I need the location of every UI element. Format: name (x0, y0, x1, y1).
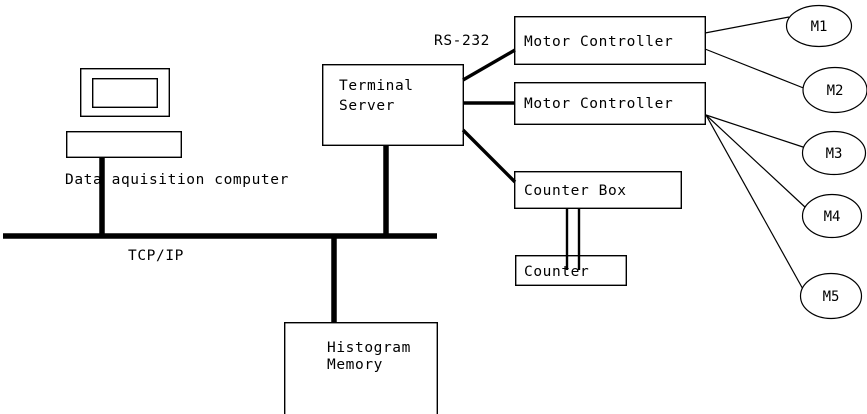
motor-controller-2-to-m3-link (705, 114, 807, 149)
counter-box (515, 254, 628, 286)
counter-label: Counter (524, 264, 589, 280)
motor-m1-ellipse (785, 4, 853, 48)
terminal-server-to-counter-box-link (461, 128, 517, 184)
motor-m1-label: M1 (811, 19, 828, 35)
motor-controller-1-to-m2-link (704, 48, 807, 90)
data-acquisition-computer-caption: Data aquisition computer (65, 172, 289, 188)
motor-m3-ellipse (801, 130, 867, 176)
rs232-link-label: RS-232 (434, 33, 490, 49)
motor-controller-1-to-m1-link (704, 16, 790, 34)
motor-m4-label: M4 (824, 209, 841, 225)
motor-controller-1-label: Motor Controller (524, 34, 673, 50)
histogram-memory-label-line1: Histogram (327, 340, 411, 356)
counter-box-label: Counter Box (524, 183, 627, 199)
computer-base-unit (65, 130, 182, 158)
motor-m2-label: M2 (827, 83, 844, 99)
motor-m5-ellipse (799, 272, 863, 320)
motor-m5-label: M5 (823, 289, 840, 305)
motor-controller-2-to-m4-link (705, 114, 807, 209)
motor-controller-2-label: Motor Controller (524, 96, 673, 112)
motor-m4-ellipse (801, 193, 863, 239)
tcpip-bus-label: TCP/IP (128, 248, 184, 264)
terminal-server-label-line2: Server (339, 98, 395, 114)
terminal-server-label-line1: Terminal (339, 78, 414, 94)
terminal-server-box (322, 63, 465, 146)
histogram-memory-box (284, 322, 439, 414)
motor-controller-2-to-m5-link (705, 114, 805, 292)
counter-box-box (514, 170, 683, 209)
histogram-memory-label-line2: Memory (327, 357, 383, 373)
motor-m3-label: M3 (826, 146, 843, 162)
computer-monitor-screen (91, 77, 158, 108)
motor-m2-ellipse (802, 66, 867, 114)
motor-controller-1-box (514, 16, 707, 65)
terminal-server-to-motor-controller-1-link (462, 48, 516, 82)
